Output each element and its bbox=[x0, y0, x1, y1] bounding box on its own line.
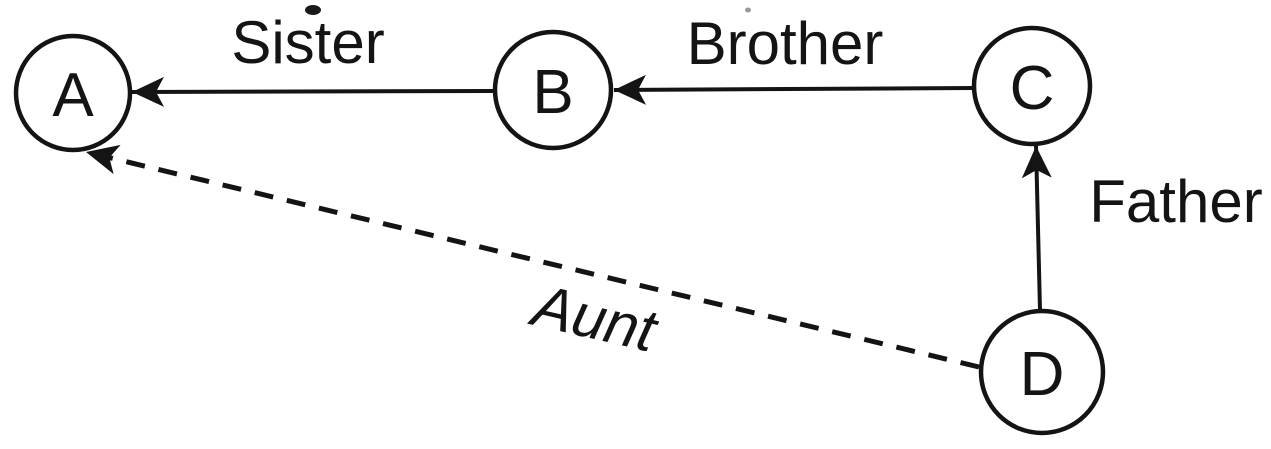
edge-aunt-line bbox=[85, 149, 980, 370]
edge-brother-arrowhead-icon bbox=[614, 74, 647, 105]
node-D-label: D bbox=[1020, 340, 1065, 409]
edge-sister-line bbox=[131, 89, 495, 94]
edge-father-label: Father bbox=[1089, 168, 1262, 235]
edge-sister-arrowhead-icon bbox=[132, 76, 165, 107]
edge-father-line bbox=[1034, 145, 1042, 311]
node-A-label: A bbox=[52, 61, 94, 130]
edge-brother-line bbox=[613, 86, 974, 92]
node-D-circle bbox=[978, 308, 1106, 436]
node-B-label: B bbox=[532, 58, 573, 127]
node-A-circle bbox=[13, 33, 133, 153]
ink-speck-2 bbox=[745, 7, 751, 13]
edge-aunt-arrowhead-icon bbox=[86, 144, 121, 175]
node-C-circle bbox=[971, 25, 1093, 147]
node-B-circle bbox=[492, 29, 614, 151]
edge-father-arrowhead-icon bbox=[1021, 146, 1052, 179]
edge-brother-label: Brother bbox=[687, 10, 884, 77]
ink-speck-1 bbox=[305, 5, 321, 15]
node-C-label: C bbox=[1010, 54, 1055, 123]
edge-sister-label: Sister bbox=[231, 9, 384, 76]
